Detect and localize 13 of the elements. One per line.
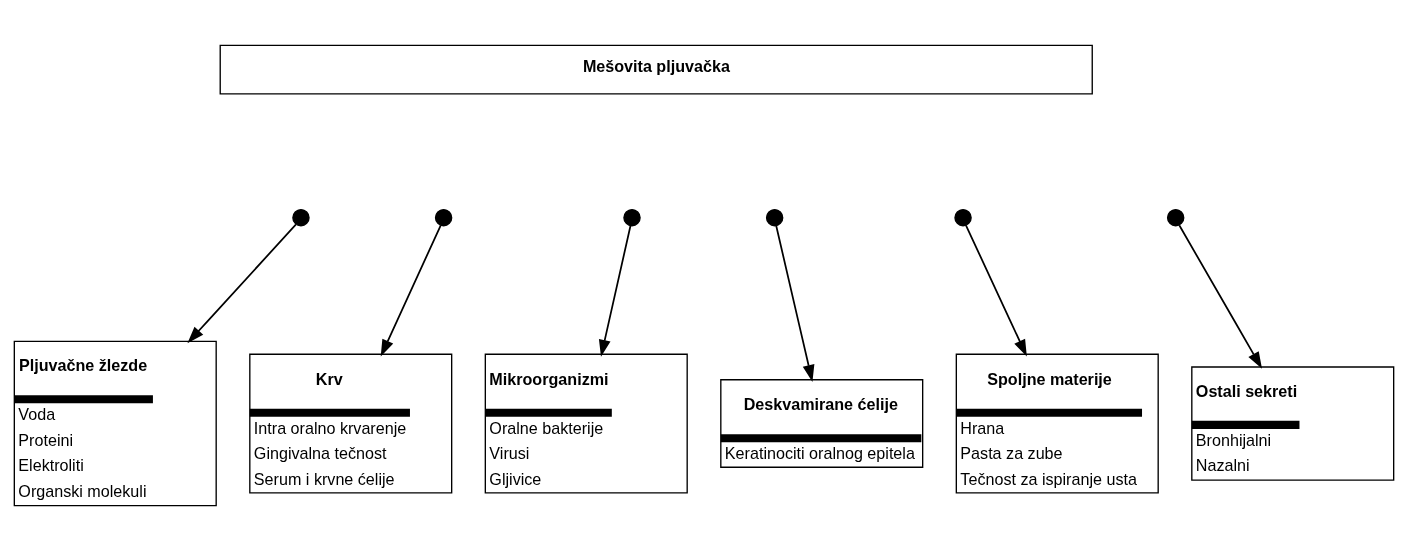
node-circle — [292, 208, 310, 227]
node-circle — [954, 208, 972, 227]
arrow — [380, 224, 442, 357]
node-circle — [434, 208, 453, 227]
node-circle — [1166, 208, 1185, 227]
arrow — [965, 224, 1027, 357]
node-box: Mešovita pljuvačka — [219, 44, 1093, 95]
arrow — [1178, 224, 1263, 369]
arrow — [598, 224, 632, 357]
arrow — [187, 223, 297, 344]
node-circle — [765, 208, 784, 227]
arrow — [775, 224, 815, 382]
node-circle — [623, 208, 641, 227]
